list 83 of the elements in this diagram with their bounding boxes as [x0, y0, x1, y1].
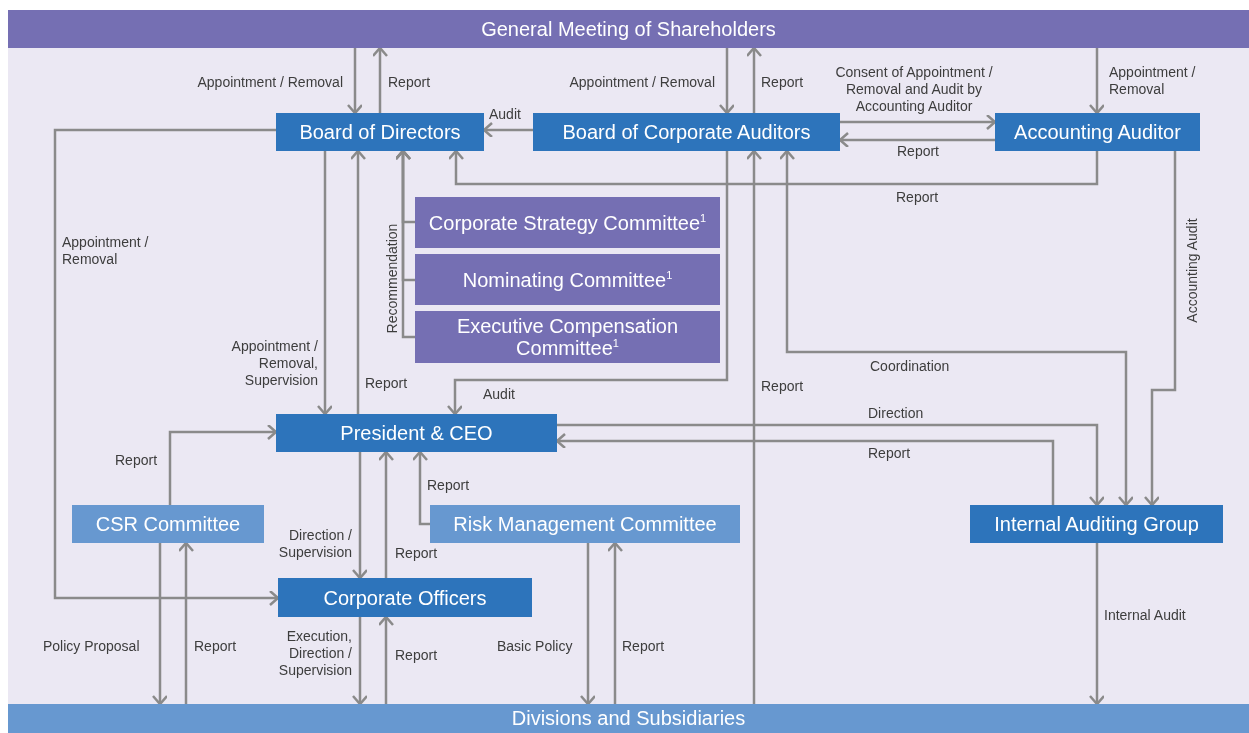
edge-label: Report	[194, 638, 238, 655]
edge-label: Direction / Supervision	[277, 527, 352, 561]
edge-label: Report	[622, 638, 666, 655]
org-box	[278, 578, 532, 617]
arrow	[351, 452, 369, 580]
box-label: Nominating Committee$^{1}$	[462, 268, 673, 291]
edge-label: Execution, Direction / Supervision	[277, 628, 352, 679]
edge-label: Recommendation	[383, 222, 401, 336]
arrow	[316, 151, 334, 416]
org-box	[995, 113, 1200, 151]
arrow	[1088, 543, 1106, 706]
box-label: Internal Auditing Group	[994, 513, 1199, 535]
arrow	[447, 149, 1099, 186]
edge-label: Appointment / Removal	[196, 74, 343, 91]
box-label: Divisions and Subsidiaries	[511, 706, 746, 731]
edge-label: Report	[365, 375, 409, 392]
arrow	[745, 149, 763, 704]
arrow	[151, 543, 169, 706]
org-box	[276, 113, 484, 151]
edge-label: Report	[388, 74, 432, 91]
org-box	[72, 505, 264, 543]
box-label: General Meeting of Shareholders	[481, 18, 776, 40]
arrow	[1088, 48, 1106, 115]
box-label: Risk Management Committee	[453, 513, 717, 535]
edge-label: Report	[761, 74, 805, 91]
arrow	[168, 423, 278, 505]
box-label: Corporate Strategy Committee$^{1}$	[428, 211, 707, 234]
org-box	[276, 414, 557, 452]
arrow	[351, 617, 369, 706]
arrow	[1143, 151, 1177, 507]
arrow	[53, 128, 280, 607]
box-label: CSR Committee	[95, 513, 241, 535]
arrow	[579, 543, 597, 706]
edge-label: Basic Policy	[497, 638, 574, 655]
arrow	[411, 450, 430, 526]
arrow	[371, 46, 389, 113]
committee-box	[415, 311, 720, 363]
arrow	[606, 541, 624, 704]
arrow	[745, 46, 763, 113]
edge-label: Consent of Appointment / Removal and Audit by Accounting Auditor	[834, 64, 994, 115]
edge-label: Accounting Audit	[1183, 217, 1201, 325]
edge-label: Audit	[489, 106, 522, 123]
edge-label: Report	[427, 477, 471, 494]
arrow	[177, 541, 195, 704]
edge-label: Coordination	[870, 358, 951, 375]
edge-label: Appointment / Removal	[1109, 64, 1197, 98]
box-label: Board of Corporate Auditors	[562, 121, 811, 143]
committee-box	[415, 197, 720, 248]
edge-label: Report	[395, 647, 439, 664]
edge-label: Internal Audit	[1104, 607, 1187, 624]
box-label: Executive Compensation Committee$^{1}$	[455, 315, 680, 359]
arrow	[446, 151, 729, 416]
org-box	[970, 505, 1223, 543]
arrow	[377, 450, 395, 578]
org-box	[430, 505, 740, 543]
arrow	[840, 113, 997, 131]
org-box	[533, 113, 840, 151]
box-label: Corporate Officers	[323, 586, 487, 609]
edge-label: Report	[761, 378, 805, 395]
arrow	[377, 615, 395, 704]
edge-label: Audit	[483, 386, 516, 403]
edge-label: Report	[395, 545, 439, 562]
edge-label: Direction	[868, 405, 925, 422]
edge-label: Report	[896, 143, 940, 160]
arrow	[346, 48, 364, 115]
arrow	[349, 149, 367, 414]
arrow	[394, 149, 415, 339]
box-label: Board of Directors	[299, 121, 461, 143]
box-label: President & CEO	[340, 422, 493, 444]
edge-label: Report	[115, 452, 159, 469]
edge-label: Report	[896, 189, 940, 206]
arrow	[718, 48, 736, 115]
arrow	[778, 149, 1135, 507]
committee-box	[415, 254, 720, 305]
box-label: Accounting Auditor	[1014, 121, 1181, 143]
edge-label: Appointment / Removal	[568, 74, 715, 91]
edge-label: Appointment / Removal	[62, 234, 150, 268]
edge-label: Report	[868, 445, 912, 462]
arrow	[557, 423, 1106, 507]
footer-band	[8, 704, 1249, 733]
edge-label: Appointment / Removal, Supervision	[230, 338, 318, 389]
edge-label: Policy Proposal	[43, 638, 141, 655]
header-band	[8, 10, 1249, 48]
